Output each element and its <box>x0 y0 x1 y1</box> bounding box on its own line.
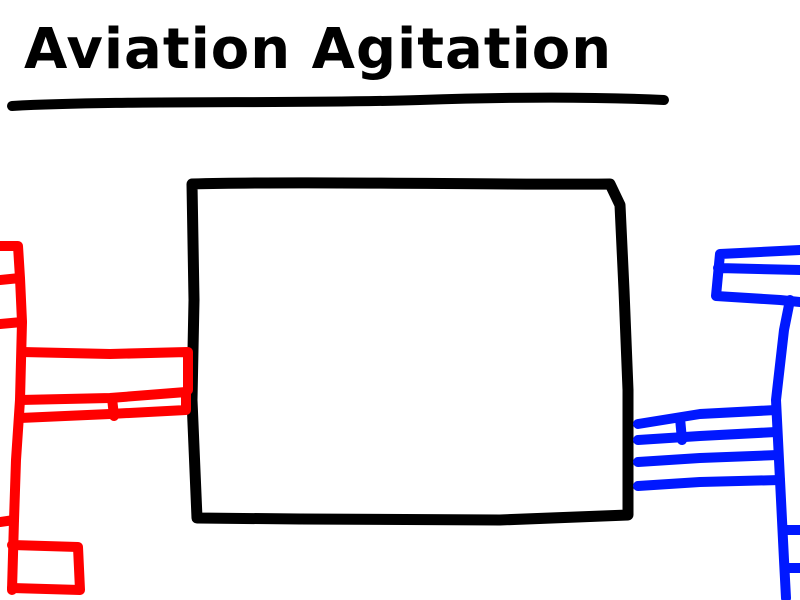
red-airplane-wing-bottom <box>15 387 191 423</box>
red-airplane-tail <box>0 241 27 329</box>
game-title: Aviation Agitation <box>24 17 613 82</box>
blue-airplane-wing-bottom <box>633 427 785 491</box>
blue-airplane-wing-top <box>633 405 781 429</box>
blue-airplane-engine <box>675 413 687 445</box>
red-airplane[interactable] <box>0 241 193 595</box>
blue-airplane-tail <box>711 245 800 307</box>
center-square <box>186 177 634 526</box>
red-airplane-engine <box>107 393 119 421</box>
blue-airplane-nose <box>779 525 800 573</box>
red-airplane-nose <box>0 515 85 595</box>
blue-airplane-fuselage <box>771 295 795 600</box>
red-airplane-wing-top <box>17 347 193 395</box>
blue-airplane[interactable] <box>633 245 800 600</box>
title-underline <box>7 92 669 111</box>
